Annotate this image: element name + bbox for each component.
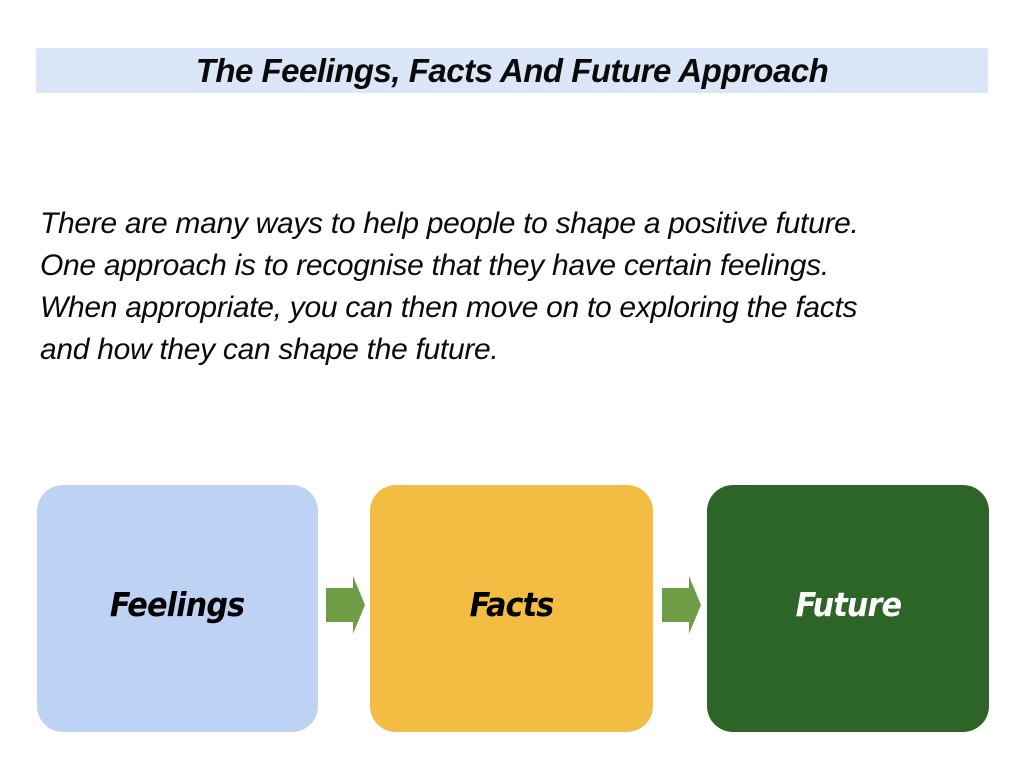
arrow-body xyxy=(662,588,689,622)
arrow-head xyxy=(689,576,701,634)
right-arrow-icon xyxy=(326,576,365,634)
right-arrow-icon xyxy=(662,576,701,634)
flow-box-feelings: Feelings xyxy=(37,485,318,732)
intro-paragraph: There are many ways to help people to sh… xyxy=(40,203,990,371)
intro-line: When appropriate, you can then move on t… xyxy=(40,291,858,324)
page-title: The Feelings, Facts And Future Approach xyxy=(195,51,829,89)
flow-box-future: Future xyxy=(707,485,989,732)
intro-line: There are many ways to help people to sh… xyxy=(40,207,859,240)
title-banner: The Feelings, Facts And Future Approach xyxy=(36,48,988,93)
intro-line: One approach is to recognise that they h… xyxy=(40,249,829,282)
arrow-body xyxy=(326,588,353,622)
flow-box-feelings-label: Feelings xyxy=(110,585,245,624)
intro-line: and how they can shape the future. xyxy=(40,333,499,366)
flow-box-facts-label: Facts xyxy=(469,585,555,624)
flow-box-facts: Facts xyxy=(370,485,653,732)
flow-box-future-label: Future xyxy=(795,585,902,624)
arrow-head xyxy=(353,576,365,634)
